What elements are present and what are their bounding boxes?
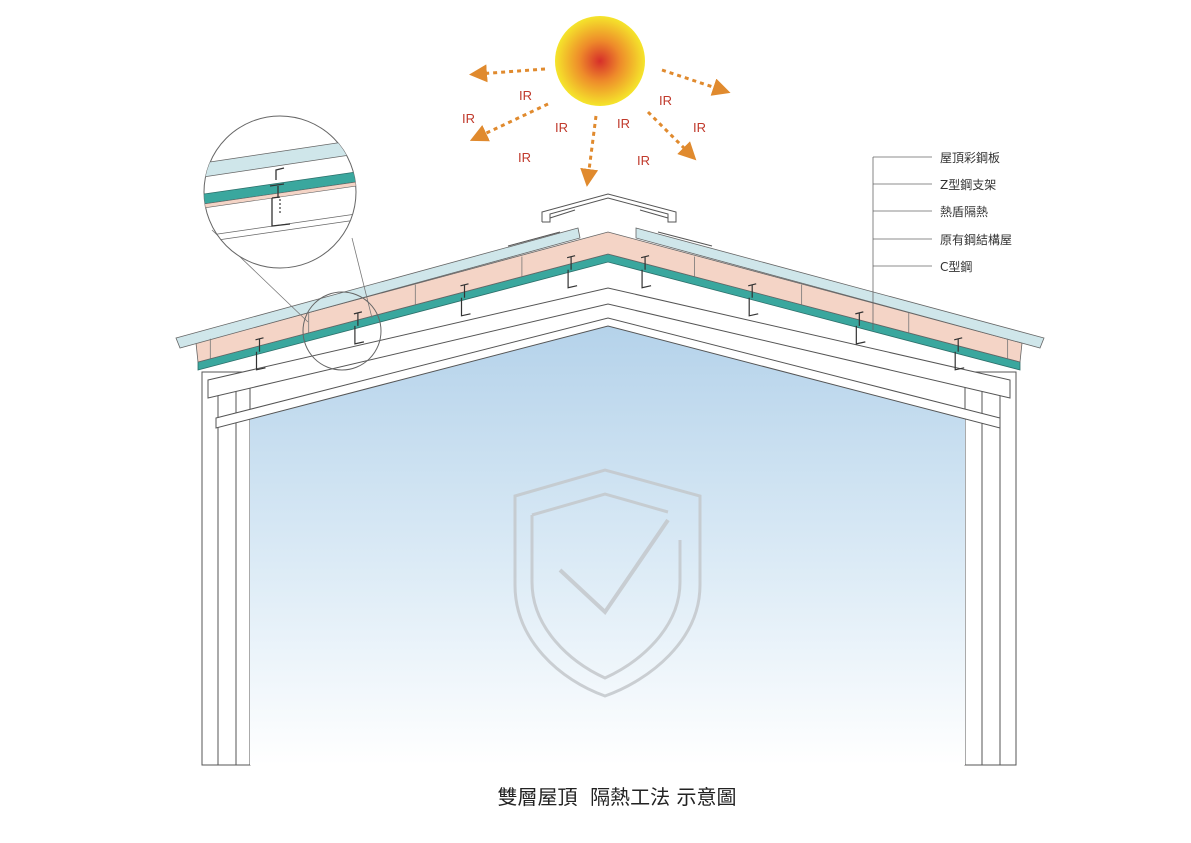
detail-magnifier	[203, 115, 382, 371]
callout-labels: 屋頂彩鋼板 Z型鋼支架 熱盾隔熱 原有鋼結構屋 C型鋼	[940, 151, 1012, 274]
z-bracket	[353, 311, 365, 345]
diagram-caption: 雙層屋頂 隔熱工法 示意圖	[497, 785, 736, 809]
top-roof-panel	[175, 227, 1045, 349]
callout-existing-roof-label: 原有鋼結構屋	[940, 233, 1012, 247]
panel-joints	[209, 256, 1009, 359]
existing-roof-frame	[207, 287, 1011, 429]
ir-label: IR	[693, 120, 706, 135]
ir-label: IR	[659, 93, 672, 108]
ir-arrows	[469, 64, 731, 187]
callout-z-bracket-label: Z型鋼支架	[940, 178, 996, 192]
z-bracket	[640, 255, 652, 289]
z-bracket	[460, 283, 471, 317]
z-bracket	[255, 337, 266, 371]
callout-heat-shield-label: 熱盾隔熱	[940, 205, 988, 219]
ir-label: IR	[519, 88, 532, 103]
ir-label: IR	[617, 116, 630, 131]
callout-leaders	[872, 156, 932, 330]
z-bracket	[566, 255, 578, 289]
sun-icon	[555, 16, 645, 106]
callout-c-steel-label: C型鋼	[940, 260, 972, 274]
z-bracket	[954, 337, 965, 371]
z-bracket	[855, 311, 866, 345]
ir-label: IR	[637, 153, 650, 168]
ir-label: IR	[555, 120, 568, 135]
interior-space	[250, 322, 965, 765]
shield-check-icon	[513, 468, 702, 698]
z-bracket	[748, 283, 759, 317]
ir-label: IR	[518, 150, 531, 165]
ridge-cap	[507, 193, 713, 247]
callout-roof-panel-label: 屋頂彩鋼板	[940, 151, 1000, 165]
z-brackets	[255, 255, 965, 371]
ir-label: IR	[462, 111, 475, 126]
ir-labels: IR IR IR IR IR IR IR IR	[462, 88, 706, 168]
insulation-layer	[195, 231, 1023, 363]
building-walls	[201, 371, 1017, 766]
